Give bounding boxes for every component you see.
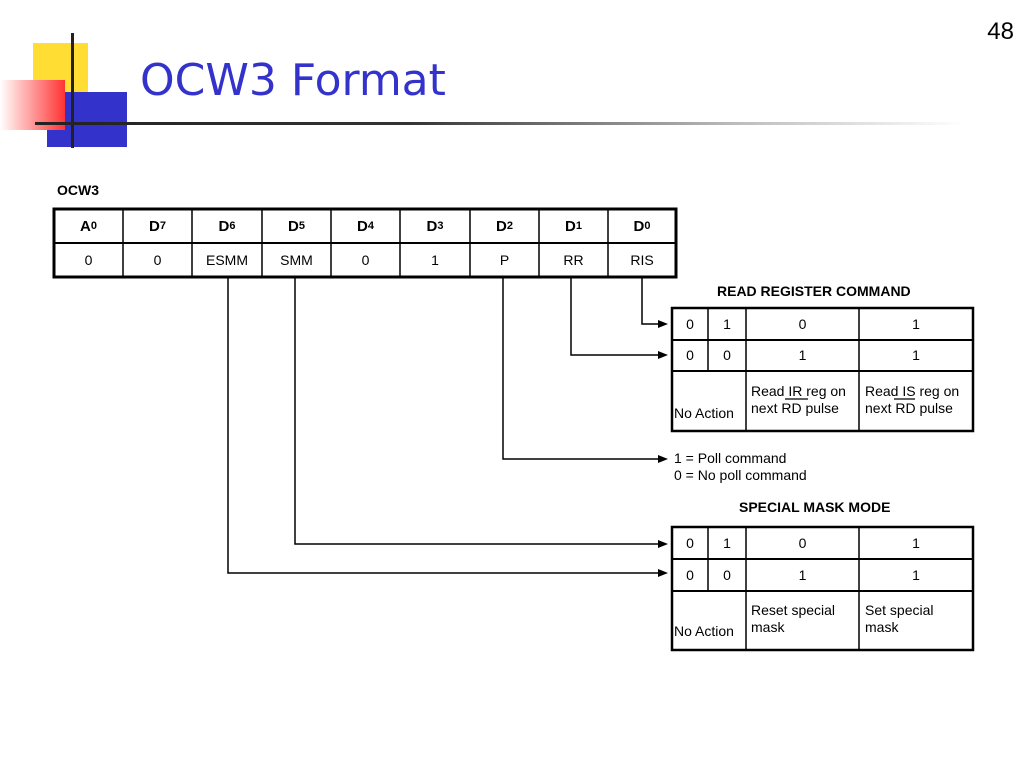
rr-read-is: Read IS reg on next RD pulse bbox=[865, 383, 960, 416]
value-d4: 0 bbox=[361, 252, 370, 268]
rr-row2-col1: 0 bbox=[686, 347, 694, 363]
logo-vertical-line bbox=[71, 33, 74, 148]
value-a0: 0 bbox=[84, 252, 93, 268]
read-register-title: READ REGISTER COMMAND bbox=[717, 283, 911, 299]
smm-row2-col1: 0 bbox=[686, 566, 694, 583]
smm-set-special-mask: Set special mask bbox=[865, 602, 934, 635]
smm-row2-col4: 1 bbox=[912, 566, 920, 583]
smm-no-action: No Action bbox=[674, 623, 734, 639]
rr-row1-col2: 1 bbox=[723, 315, 731, 332]
rr-no-action: No Action bbox=[674, 405, 734, 421]
title-underline bbox=[35, 122, 965, 125]
smm-reset-special-mask: Reset special mask bbox=[751, 602, 836, 635]
special-mask-title: SPECIAL MASK MODE bbox=[739, 499, 891, 515]
smm-row2-col2: 0 bbox=[723, 566, 731, 583]
poll-note: 1 = Poll command 0 = No poll command bbox=[674, 450, 807, 483]
value-d0: RIS bbox=[630, 252, 654, 268]
smm-row1-col3: 0 bbox=[798, 534, 807, 551]
smm-row1-col4: 1 bbox=[912, 534, 920, 551]
rr-row1-col1: 0 bbox=[686, 315, 694, 332]
value-d7: 0 bbox=[153, 252, 162, 268]
smm-row2-col3: 1 bbox=[798, 566, 807, 583]
rr-row2-col3: 1 bbox=[798, 347, 807, 363]
rr-row2-col4: 1 bbox=[912, 347, 920, 363]
value-d2: P bbox=[499, 252, 510, 268]
value-d6: ESMM bbox=[206, 252, 248, 268]
smm-row1-col1: 0 bbox=[686, 534, 694, 551]
rr-row2-col2: 0 bbox=[723, 347, 731, 363]
logo-red-bar bbox=[0, 80, 65, 130]
rr-row1-col4: 1 bbox=[912, 315, 920, 332]
value-d3: 1 bbox=[431, 252, 439, 268]
register-name: OCW3 bbox=[57, 182, 99, 198]
slide-title: OCW3 Format bbox=[140, 55, 446, 106]
rr-read-ir: Read IR reg on next RD pulse bbox=[751, 383, 846, 416]
value-d5: SMM bbox=[280, 252, 313, 268]
slide-number: 48 bbox=[987, 18, 1014, 45]
rr-row1-col3: 0 bbox=[798, 315, 807, 332]
smm-row1-col2: 1 bbox=[723, 534, 731, 551]
value-d1: RR bbox=[563, 252, 584, 268]
